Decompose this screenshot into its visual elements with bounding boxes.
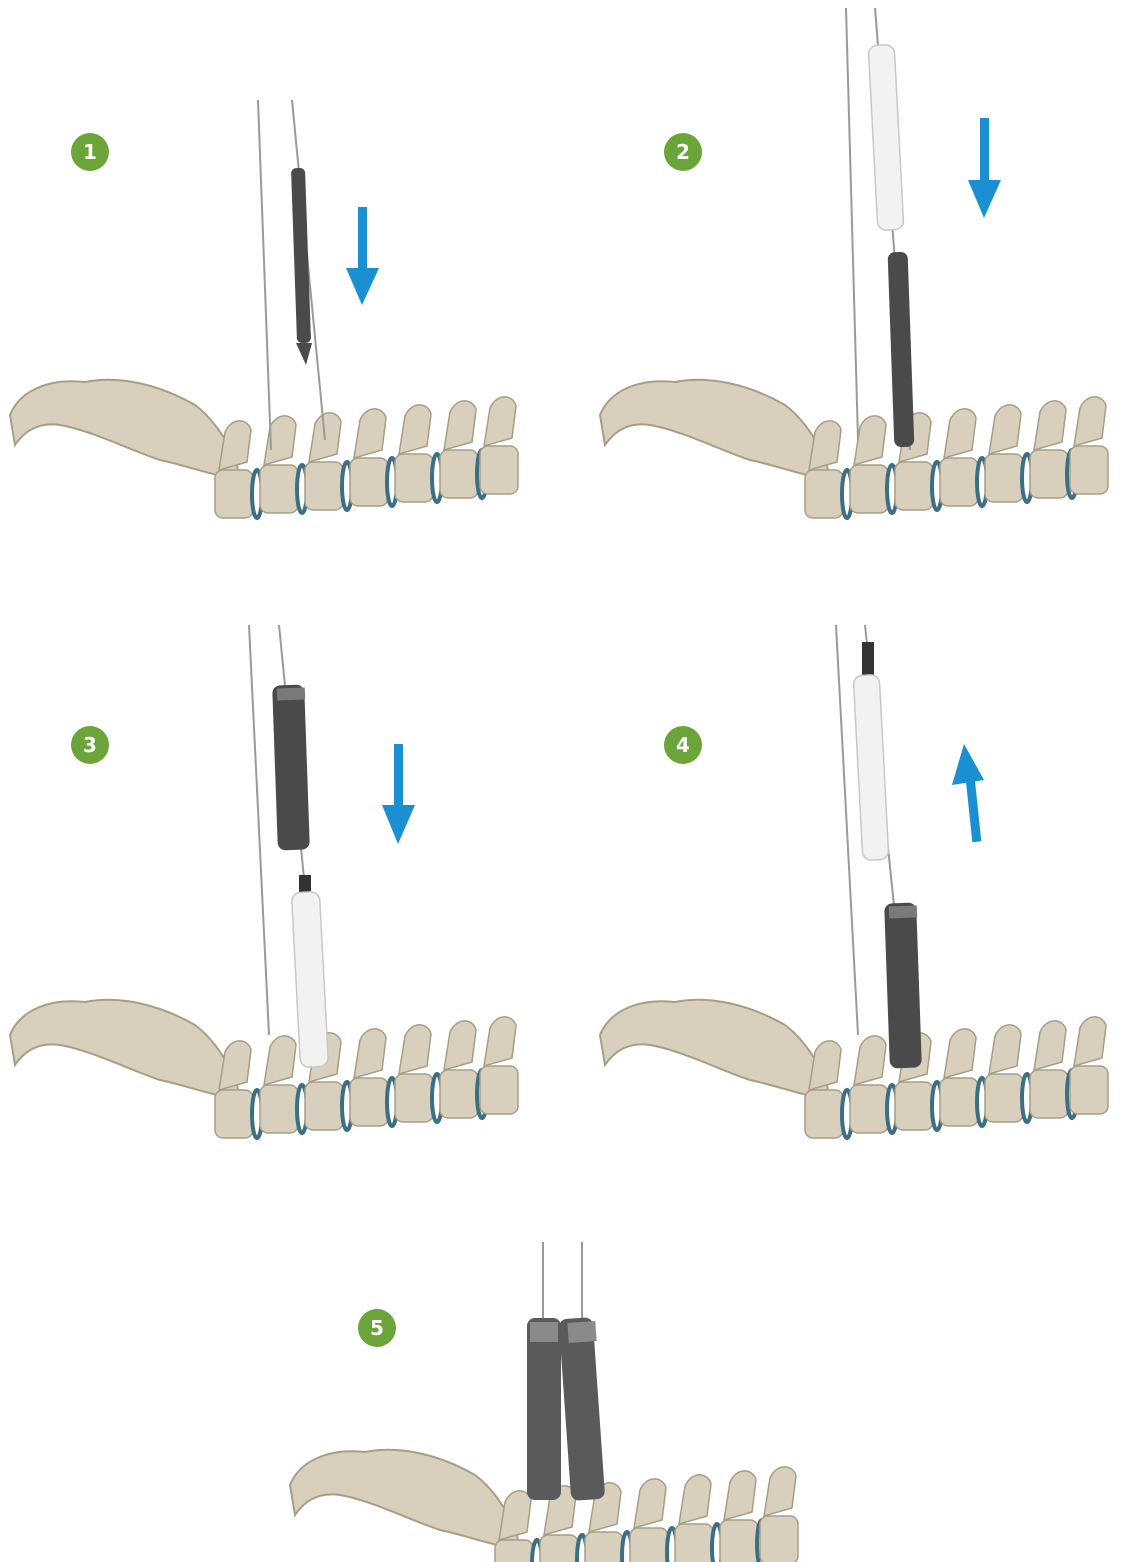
vertebral-body xyxy=(540,1535,578,1562)
guidewire xyxy=(249,625,269,1035)
spinous-process xyxy=(399,405,431,454)
spinous-process xyxy=(1074,397,1106,446)
spinous-process xyxy=(1034,401,1066,450)
spinous-process xyxy=(1034,1021,1066,1070)
vertebral-body xyxy=(940,458,978,506)
vertebral-body xyxy=(1070,1066,1108,1114)
vertebral-body xyxy=(985,454,1023,502)
step-4-illustration xyxy=(590,620,1127,1140)
arrow-up-icon xyxy=(952,744,984,842)
spinous-process xyxy=(679,1475,711,1524)
vertebral-body xyxy=(260,1085,298,1133)
vertebral-body xyxy=(480,1066,518,1114)
vertebral-body xyxy=(350,1078,388,1126)
step-5-illustration xyxy=(280,1240,840,1562)
step-2-panel: 2 xyxy=(590,0,1127,540)
vertebral-body xyxy=(895,462,933,510)
vertebral-body xyxy=(305,1082,343,1130)
vertebral-body xyxy=(480,446,518,494)
spinous-process xyxy=(499,1491,531,1540)
dark-tube xyxy=(559,1317,606,1501)
step-3-illustration xyxy=(0,620,560,1140)
spinous-process xyxy=(444,1021,476,1070)
arrow-down-icon xyxy=(382,744,415,844)
vertebral-body xyxy=(630,1528,668,1562)
vertebral-body xyxy=(850,1085,888,1133)
spinous-process xyxy=(989,405,1021,454)
vertebral-body xyxy=(215,1090,253,1138)
vertebral-body xyxy=(215,470,253,518)
vertebral-body xyxy=(940,1078,978,1126)
spinous-process xyxy=(634,1479,666,1528)
vertebral-body xyxy=(805,1090,843,1138)
step-1-illustration xyxy=(0,0,560,540)
vertebral-body xyxy=(985,1074,1023,1122)
spinous-process xyxy=(219,421,251,470)
spinous-process xyxy=(809,1041,841,1090)
spinous-process xyxy=(944,409,976,458)
vertebral-body xyxy=(1030,450,1068,498)
vertebral-body xyxy=(440,450,478,498)
white-dilator xyxy=(853,642,889,861)
vertebral-body xyxy=(1030,1070,1068,1118)
spinous-process xyxy=(444,401,476,450)
spinous-process xyxy=(484,397,516,446)
sacrum xyxy=(600,380,830,480)
vertebral-body xyxy=(395,1074,433,1122)
spinous-process xyxy=(1074,1017,1106,1066)
spinous-process xyxy=(354,1029,386,1078)
guidewire xyxy=(258,100,271,450)
spine-model xyxy=(10,380,518,518)
sacrum xyxy=(600,1000,830,1100)
step-5-panel: 5 xyxy=(280,1240,840,1562)
spinous-process xyxy=(724,1471,756,1520)
spine-model xyxy=(10,1000,518,1138)
vertebral-body xyxy=(720,1520,758,1562)
spinous-process xyxy=(264,416,296,465)
vertebral-body xyxy=(585,1532,623,1562)
vertebral-body xyxy=(895,1082,933,1130)
dark-dilator xyxy=(888,252,915,448)
spinous-process xyxy=(854,416,886,465)
spinous-process xyxy=(989,1025,1021,1074)
vertebral-body xyxy=(395,454,433,502)
step-4-panel: 4 xyxy=(590,620,1127,1140)
spinous-process xyxy=(944,1029,976,1078)
spinous-process xyxy=(219,1041,251,1090)
vertebral-body xyxy=(675,1524,713,1562)
vertebral-body xyxy=(495,1540,533,1562)
arrow-down-icon xyxy=(346,207,379,305)
spinous-process xyxy=(264,1036,296,1085)
white-dilator xyxy=(291,875,328,1068)
vertebral-body xyxy=(805,470,843,518)
arrow-down-icon xyxy=(968,118,1001,218)
spinous-process xyxy=(484,1017,516,1066)
white-dilator xyxy=(868,44,904,230)
spine-model xyxy=(600,380,1108,518)
spinous-process xyxy=(764,1467,796,1516)
sacrum xyxy=(10,380,240,480)
step-3-panel: 3 xyxy=(0,620,560,1140)
sacrum xyxy=(10,1000,240,1100)
spinous-process xyxy=(354,409,386,458)
dark-tube xyxy=(527,1318,561,1500)
vertebral-body xyxy=(350,458,388,506)
spinous-process xyxy=(854,1036,886,1085)
vertebral-body xyxy=(440,1070,478,1118)
dark-tube xyxy=(272,684,310,850)
vertebral-body xyxy=(850,465,888,513)
guidewire xyxy=(846,8,858,440)
sacrum xyxy=(290,1450,520,1550)
step-2-illustration xyxy=(590,0,1127,540)
vertebral-body xyxy=(305,462,343,510)
spinous-process xyxy=(809,421,841,470)
vertebral-body xyxy=(1070,446,1108,494)
vertebral-body xyxy=(760,1516,798,1562)
step-1-panel: 1 xyxy=(0,0,560,540)
vertebral-body xyxy=(260,465,298,513)
dark-tube xyxy=(884,902,922,1068)
spine-model xyxy=(600,1000,1108,1138)
spinous-process xyxy=(399,1025,431,1074)
